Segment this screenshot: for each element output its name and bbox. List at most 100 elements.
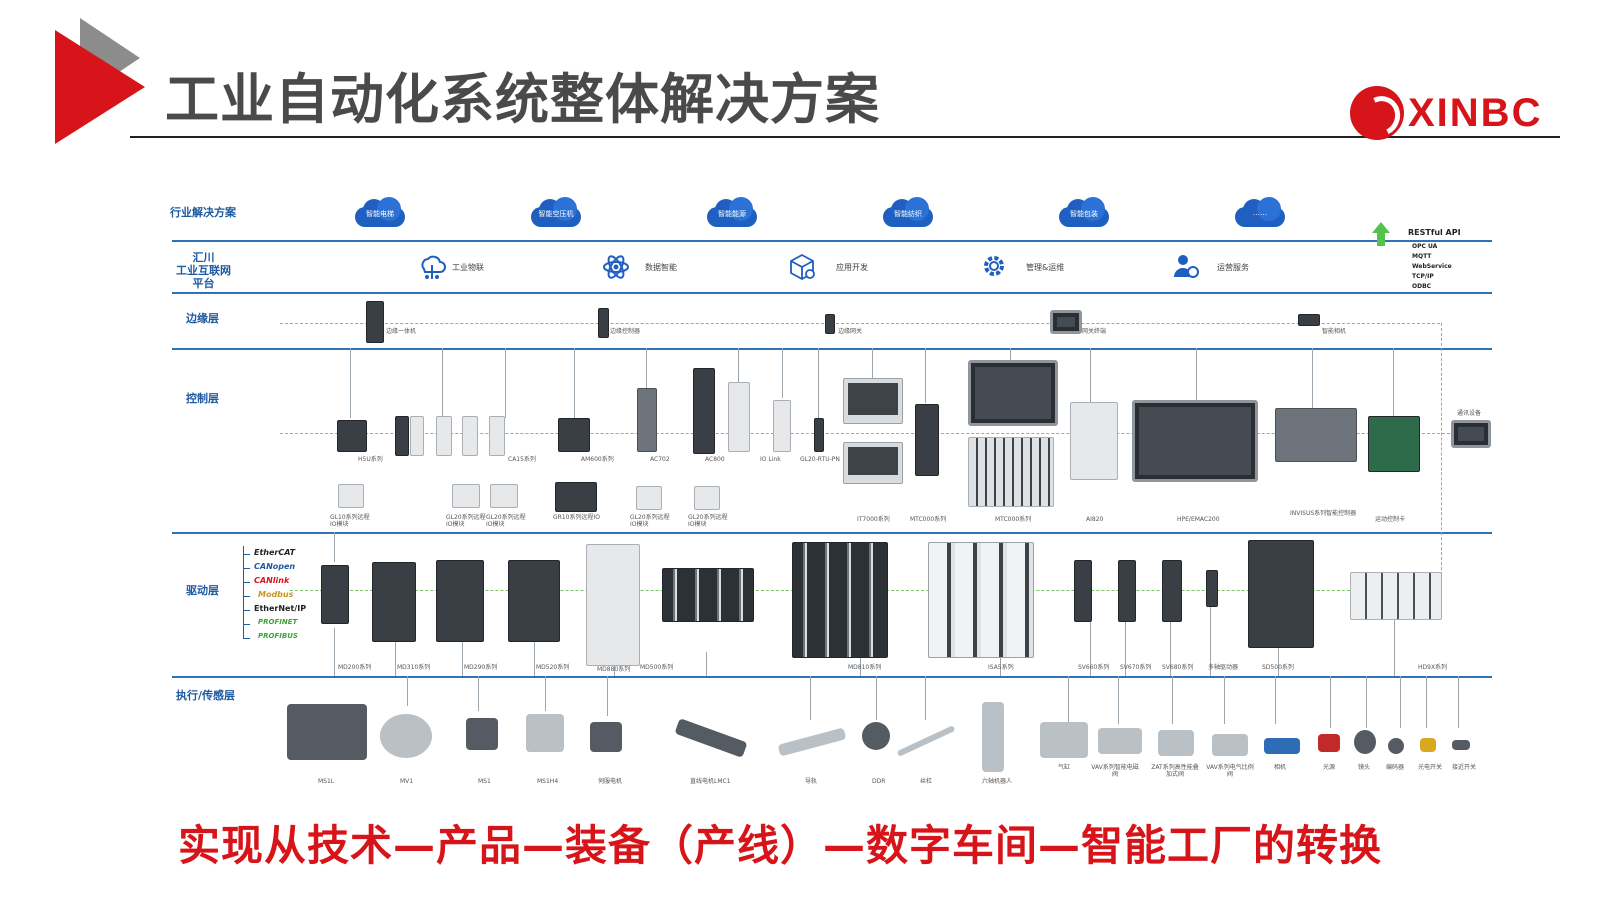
platform-item-label: 应用开发: [836, 263, 868, 272]
cloud-label: 智能纺织: [894, 210, 922, 218]
bus-bracket: [243, 546, 244, 638]
connector-line: [1090, 348, 1091, 403]
device-label: 相机: [1274, 764, 1287, 771]
edge-bus-line: [280, 323, 1440, 324]
device-label: MD310系列: [397, 664, 431, 671]
photoelectric-switch: [1420, 738, 1436, 752]
device-label: SV660系列: [1078, 664, 1110, 671]
device-label: MD810系列: [848, 664, 882, 671]
device-label: MD500系列: [640, 664, 674, 671]
hmi-panel: [843, 378, 903, 424]
valve-island: [1158, 730, 1194, 756]
connector-line: [442, 348, 443, 418]
connector-line: [1000, 656, 1001, 676]
upload-arrow-icon: [1372, 222, 1390, 233]
connector-line: [534, 640, 535, 676]
servo-drive: [1162, 560, 1182, 622]
title-divider: [130, 136, 1560, 138]
connector-line: [545, 676, 546, 711]
edge-device: [825, 314, 835, 334]
servo-motor: [526, 714, 564, 752]
device-label: MD200系列: [338, 664, 372, 671]
servo-drive: [1074, 560, 1092, 622]
connector-line: [818, 348, 819, 418]
connector-line: [738, 348, 739, 388]
connector-line: [1172, 676, 1173, 724]
bus-canopen-logo: CANopen: [254, 562, 296, 571]
edge-device: [366, 301, 384, 343]
control-bus-line: [280, 433, 1460, 434]
device-label: 边缘控制器: [610, 328, 641, 335]
encoder: [1388, 738, 1404, 754]
device-label: 直线电机LMC1: [690, 778, 731, 785]
servo-drive: [1118, 560, 1136, 622]
device-label: MD520系列: [536, 664, 570, 671]
connector-line: [1366, 676, 1367, 728]
linear-guide: [777, 727, 847, 757]
inverter-device: [586, 544, 640, 666]
cloud-label: 智能能源: [718, 210, 746, 218]
device-label: MS1H4: [537, 778, 559, 785]
plc-device: [489, 416, 505, 456]
camera: [1264, 738, 1300, 754]
layer-label-platform: 汇川 工业互联网 平台: [176, 251, 231, 290]
bus-profibus-logo: PROFIBUS: [258, 632, 298, 640]
layer-divider: [172, 348, 1492, 350]
ball-screw: [896, 725, 956, 757]
connector-line: [782, 348, 783, 398]
connector-line: [505, 348, 506, 418]
app-cube-icon: [790, 253, 815, 280]
connector-line: [1224, 676, 1225, 724]
platform-item-label: 工业物联: [452, 263, 484, 272]
connector-line: [1210, 605, 1211, 676]
device-label: 通讯设备: [1457, 410, 1482, 417]
servo-drive-group: [792, 542, 888, 658]
layer-label-edge: 边缘层: [186, 312, 219, 325]
device-label: MD880系列: [597, 666, 631, 673]
layer-divider: [172, 532, 1492, 534]
cloud-solution: 智能能源: [703, 197, 761, 227]
multi-axis-drive: [1206, 570, 1218, 607]
brand-logo-text: XINBC: [1408, 90, 1543, 135]
device-label: 编码器: [1386, 764, 1405, 771]
inverter-device: [372, 562, 416, 642]
plc-device: [436, 416, 452, 456]
bus-modbus-logo: Modbus: [258, 590, 294, 599]
layer-label-platform-line: 工业互联网: [176, 264, 231, 277]
connector-line: [876, 676, 877, 720]
plc-device: [337, 420, 367, 452]
proximity-switch: [1452, 740, 1470, 750]
connector-line: [478, 676, 479, 711]
bus-tick: [243, 582, 250, 583]
servo-motor: [590, 722, 622, 752]
connector-line: [1458, 676, 1459, 728]
six-axis-robot: [982, 702, 1004, 772]
device-label: H5U系列: [358, 456, 383, 463]
bus-tick: [243, 568, 250, 569]
cnc-screen: [968, 360, 1058, 426]
device-label: 边缘一体机: [386, 328, 417, 335]
connector-line: [706, 652, 707, 676]
device-label: VAV系列电气比例阀: [1206, 764, 1254, 778]
device-label: ISA5系列: [988, 664, 1014, 671]
bus-ethercat-logo: EtherCAT: [254, 548, 296, 557]
connector-line: [860, 656, 861, 676]
gear-icon: [984, 256, 1004, 276]
connector-line: [1068, 676, 1069, 724]
proportional-valve: [1212, 734, 1248, 756]
cloud-label: 智能空压机: [538, 210, 574, 218]
connector-line: [925, 348, 926, 403]
user-service-icon: [1174, 255, 1199, 278]
device-label: 镜头: [1358, 764, 1371, 771]
controller-device: [728, 382, 750, 452]
plc-device: [558, 418, 590, 452]
cloud-solution: ……: [1231, 197, 1289, 227]
layer-label-platform-line: 平台: [192, 277, 215, 290]
inverter-device: [1248, 540, 1314, 648]
lens: [1354, 730, 1376, 754]
device-label: SV680系列: [1162, 664, 1194, 671]
connector-line: [1125, 620, 1126, 676]
linear-motor: [674, 718, 748, 758]
hybrid-drive: [1350, 572, 1442, 620]
